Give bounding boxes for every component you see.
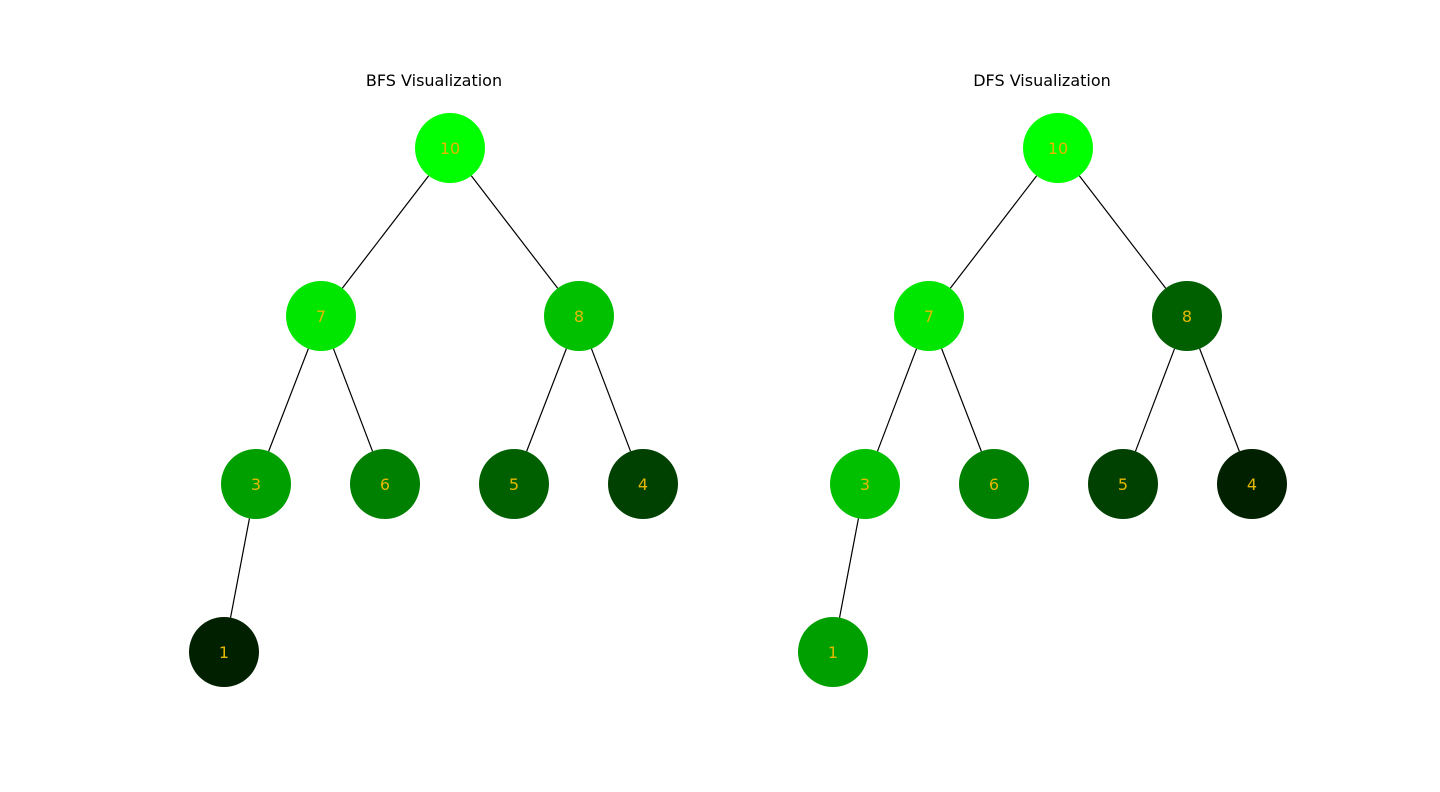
bfs-edge-8-4 xyxy=(590,348,632,452)
dfs-node-label-1: 1 xyxy=(828,643,838,662)
bfs-edge-7-3 xyxy=(268,348,309,452)
bfs-edge-10-8 xyxy=(470,175,559,289)
bfs-node-7 xyxy=(286,281,356,351)
dfs-node-label-4: 4 xyxy=(1247,475,1257,494)
dfs-node-8 xyxy=(1152,281,1222,351)
bfs-node-label-10: 10 xyxy=(440,139,460,158)
dfs-node-label-5: 5 xyxy=(1118,475,1128,494)
bfs-node-1 xyxy=(189,617,259,687)
bfs-node-10 xyxy=(415,113,485,183)
bfs-node-label-4: 4 xyxy=(638,475,648,494)
dfs-edge-10-8 xyxy=(1078,175,1167,289)
dfs-node-4 xyxy=(1217,449,1287,519)
bfs-node-4 xyxy=(608,449,678,519)
bfs-node-label-5: 5 xyxy=(509,475,519,494)
dfs-edge-3-1 xyxy=(838,518,860,618)
bfs-node-label-8: 8 xyxy=(574,307,584,326)
bfs-edge-3-1 xyxy=(229,518,251,618)
dfs-panel: DFS Visualization 10 7 8 3 6 5 4 1 xyxy=(798,71,1287,687)
bfs-edges xyxy=(229,175,632,618)
dfs-node-10 xyxy=(1023,113,1093,183)
bfs-node-label-6: 6 xyxy=(380,475,390,494)
bfs-node-label-3: 3 xyxy=(251,475,261,494)
bfs-panel-title: BFS Visualization xyxy=(366,71,502,90)
dfs-node-label-10: 10 xyxy=(1048,139,1068,158)
dfs-node-1 xyxy=(798,617,868,687)
bfs-node-6 xyxy=(350,449,420,519)
dfs-edges xyxy=(838,175,1240,618)
dfs-node-5 xyxy=(1088,449,1158,519)
dfs-edge-10-7 xyxy=(949,175,1038,289)
dfs-node-label-3: 3 xyxy=(860,475,870,494)
dfs-node-7 xyxy=(894,281,964,351)
dfs-nodes: 10 7 8 3 6 5 4 1 xyxy=(798,113,1287,687)
dfs-edge-8-4 xyxy=(1199,348,1240,452)
bfs-node-label-7: 7 xyxy=(316,307,326,326)
dfs-node-label-7: 7 xyxy=(924,307,934,326)
bfs-edge-7-6 xyxy=(332,348,374,452)
bfs-node-3 xyxy=(221,449,291,519)
bfs-nodes: 10 7 8 3 6 5 4 1 xyxy=(189,113,678,687)
dfs-node-label-8: 8 xyxy=(1182,307,1192,326)
bfs-panel: BFS Visualization 10 7 8 3 6 5 4 1 xyxy=(189,71,678,687)
dfs-edge-7-3 xyxy=(876,348,918,452)
bfs-edge-8-5 xyxy=(526,348,567,452)
dfs-panel-title: DFS Visualization xyxy=(973,71,1111,90)
dfs-node-label-6: 6 xyxy=(989,475,999,494)
dfs-node-3 xyxy=(830,449,900,519)
bfs-edge-10-7 xyxy=(341,175,430,289)
bfs-node-8 xyxy=(544,281,614,351)
dfs-edge-8-5 xyxy=(1134,348,1176,452)
bfs-node-5 xyxy=(479,449,549,519)
dfs-node-6 xyxy=(959,449,1029,519)
bfs-node-label-1: 1 xyxy=(219,643,229,662)
dfs-edge-7-6 xyxy=(941,348,982,452)
